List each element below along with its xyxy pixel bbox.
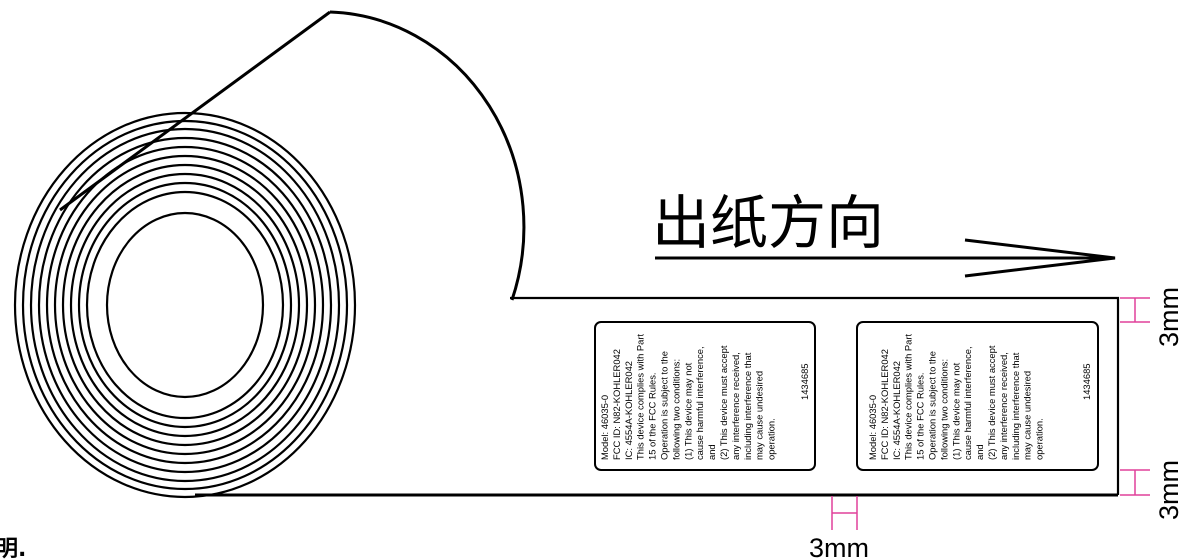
- label-line: Operation is subject to the: [927, 351, 938, 460]
- label-line: cause harmful interference,: [962, 346, 973, 460]
- label-line: operation.: [1034, 418, 1045, 460]
- dimension-marks: [831, 297, 1150, 530]
- label-line: any interference received,: [998, 352, 1009, 460]
- label-line: (1) This device may not: [950, 362, 961, 460]
- label-line: (2) This device must accept: [986, 345, 997, 460]
- bottom-margin-mark: [1120, 469, 1150, 496]
- roll-rings: [13, 111, 357, 499]
- label-line: and: [974, 444, 985, 460]
- label-line: operation.: [766, 418, 777, 460]
- label-line: any interference received,: [730, 352, 741, 460]
- label-2-serial: 1434685: [1081, 364, 1092, 401]
- label-gap-mark: [831, 496, 858, 530]
- label-line: including interference that: [742, 352, 753, 460]
- label-line: IC: 4554A-KOHLER042: [891, 361, 902, 460]
- label-1-text: Model: 46035-0 FCC ID: N82-KOHLER042 IC:…: [599, 331, 777, 460]
- label-line: Model: 46035-0: [599, 395, 610, 460]
- label-line: FCC ID: N82-KOHLER042: [879, 349, 890, 460]
- direction-arrow: [655, 238, 1116, 278]
- label-line: and: [706, 444, 717, 460]
- direction-label: 出纸方向: [652, 189, 884, 257]
- top-margin-mark: [1120, 297, 1150, 323]
- label-line: IC: 4554A-KOHLER042: [623, 361, 634, 460]
- label-2-text: Model: 46035-0 FCC ID: N82-KOHLER042 IC:…: [867, 331, 1045, 460]
- label-line: following two conditions:: [670, 359, 681, 460]
- label-line: FCC ID: N82-KOHLER042: [611, 349, 622, 460]
- label-card-1: Model: 46035-0 FCC ID: N82-KOHLER042 IC:…: [594, 321, 816, 471]
- label-line: This device complies with Part: [635, 334, 646, 460]
- label-gap-label: 3mm: [809, 533, 869, 560]
- label-line: following two conditions:: [938, 359, 949, 460]
- label-line: (1) This device may not: [682, 362, 693, 460]
- label-line: 15 of the FCC Rules.: [647, 372, 658, 460]
- label-line: may cause undesired: [1022, 371, 1033, 460]
- label-card-2: Model: 46035-0 FCC ID: N82-KOHLER042 IC:…: [856, 321, 1099, 471]
- label-line: This device complies with Part: [903, 334, 914, 460]
- label-line: Model: 46035-0: [867, 395, 878, 460]
- label-line: (2) This device must accept: [718, 345, 729, 460]
- top-margin-label: 3mm: [1154, 287, 1183, 347]
- strip-outline: [510, 296, 1120, 495]
- label-line: 15 of the FCC Rules.: [915, 372, 926, 460]
- paper-strip: [510, 296, 1120, 495]
- paper-roll: [13, 10, 1118, 499]
- label-line: may cause undesired: [754, 371, 765, 460]
- page-text-fragment: 明.: [0, 537, 26, 560]
- label-line: cause harmful interference,: [694, 346, 705, 460]
- label-line: including interference that: [1010, 352, 1021, 460]
- roll-back-arc: [329, 10, 526, 301]
- label-1-serial: 1434685: [799, 364, 810, 401]
- bottom-margin-label: 3mm: [1154, 460, 1183, 520]
- label-line: Operation is subject to the: [659, 351, 670, 460]
